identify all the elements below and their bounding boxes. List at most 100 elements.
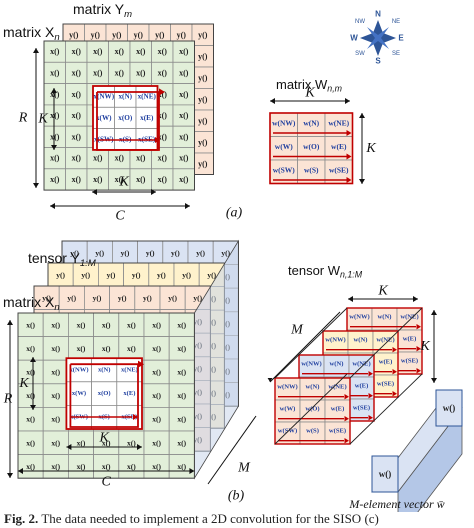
compass-ne: NE <box>392 19 400 25</box>
dim-k-horz-b-arrow-right <box>137 444 142 450</box>
dim-m-b: M <box>207 415 257 485</box>
tensor-w-cell-text: w(O) <box>305 406 319 413</box>
tensor-y-layer-2-cell-text: y() <box>168 293 177 302</box>
tensor-w-cell-text: w(SE) <box>353 405 370 412</box>
w-vector-front-cell <box>371 455 399 493</box>
matrix-x-grid-cell-text: x() <box>179 132 189 141</box>
compass-w: W <box>350 34 358 43</box>
dim-k-vert-b-arrow-bottom <box>30 405 36 410</box>
x-kernel-a: x(NW)x(N)x(NE)x(W)x(O)x(E)x(SW)x(S)x(SE) <box>92 85 159 151</box>
tensor-w-cell-text: w(NW) <box>349 314 370 321</box>
dim-k-horz-b-label: K <box>99 431 110 446</box>
tensor-w-cell-text: w(NE) <box>376 337 394 344</box>
panel-b-label: (b) <box>228 489 245 504</box>
matrix-w-cell-text: w(NW) <box>272 118 296 127</box>
dim-k-horz-a-arrow-right <box>151 189 156 195</box>
compass-e: E <box>398 34 404 43</box>
tensor-x-grid-cell-text: x() <box>51 320 60 329</box>
tensor-y-layer-2-cell-text: y() <box>193 293 202 302</box>
matrix-w-cell-text: w(N) <box>303 118 319 127</box>
tensor-w-cell-text: w(NE) <box>352 361 370 368</box>
compass-nw: NW <box>355 19 365 25</box>
tensor-w-layer-3: w(NW)w(N)w(NE)w(W)w(O)w(E)w(SW)w(S)w(SE) <box>274 377 351 445</box>
x-kernel-a-cell-text: x(NE) <box>138 93 157 101</box>
matrix-y-grid-cell-text: y() <box>198 95 208 104</box>
x-kernel-a-cell-text: x(E) <box>140 114 154 122</box>
dim-r-b-arrow-bottom <box>7 473 13 478</box>
dim-k-w-vert-b-arrow-top <box>431 310 437 315</box>
x-sliding-path-b-line <box>69 363 139 428</box>
dim-m-w: M <box>267 311 341 383</box>
dim-k-w-a-label: K <box>304 86 315 101</box>
matrix-x-grid-cell-text: x() <box>179 111 189 120</box>
x-sliding-path-b-inner-head <box>133 414 138 420</box>
compass-n: N <box>375 10 381 19</box>
tensor-w-scan-head <box>344 394 349 400</box>
tensor-y-layer-0-cell-text: y() <box>95 248 104 257</box>
matrix-x-grid-cell-text: x() <box>72 175 82 184</box>
matrix-x-grid-cell-text: x() <box>115 175 125 184</box>
figure-caption: Fig. 2. The data needed to implement a 2… <box>4 511 474 528</box>
dim-k-vert-a-arrow-top <box>51 88 57 93</box>
matrix-x-grid-cell-text: x() <box>136 47 146 56</box>
matrix-w-cell-text: w(SE) <box>329 165 349 174</box>
dim-k-vert-b-label: K <box>18 376 29 391</box>
tensor-x-grid-cell-text: x() <box>51 344 60 353</box>
matrix-y-grid-cell-text: y() <box>198 52 208 61</box>
matrix-y-grid-cell-text: y() <box>198 30 208 39</box>
tensor-w-scan-head <box>392 347 397 353</box>
matrix-x-grid-cell-text: x() <box>158 47 168 56</box>
w-vector-side-face <box>397 406 463 512</box>
matrix-w-outline <box>269 112 354 185</box>
w-vector-back-cell <box>435 389 463 427</box>
tensor-x-grid-cell-text: x() <box>177 391 186 400</box>
tensor-x-grid-cell-text: x() <box>26 391 35 400</box>
matrix-x-grid-cell-text: x() <box>50 154 60 163</box>
tensor-w-cell-text: w(W) <box>280 406 296 413</box>
x-kernel-b-cell-text: x(N) <box>98 367 110 374</box>
tensor-y-layer-1-cell-text: y() <box>56 270 65 279</box>
tensor-y-layer-2-cell-text: y() <box>118 293 127 302</box>
matrix-x-grid-cell-text: x() <box>93 47 103 56</box>
dim-k-vert-a-label: K <box>37 112 48 127</box>
tensor-w-label: tensor Wn,1:M <box>288 263 363 280</box>
x-sliding-path-b-head <box>138 360 144 368</box>
tensor-w-cell-text: w(NE) <box>400 314 418 321</box>
dim-m-w-head <box>267 378 273 382</box>
tensor-x-grid-cell-text: x() <box>152 462 161 471</box>
matrix-x-grid-cell-text: x() <box>179 154 189 163</box>
tensor-x-grid-cell-text: x() <box>77 462 86 471</box>
matrix-y-label: matrix Ym <box>73 1 132 19</box>
matrix-x-grid-cell-text: x() <box>50 132 60 141</box>
matrix-y-grid-cell-text: y() <box>112 30 122 39</box>
tensor-y-layer-0-cell-text: y() <box>196 248 205 257</box>
x-kernel-b-cell-text: x(NW) <box>69 367 88 374</box>
tensor-x-grid-cell-text: x() <box>26 320 35 329</box>
dim-k-vert-a-arrow-bottom <box>51 145 57 150</box>
tensor-w-scan-head <box>392 391 397 397</box>
tensor-w-cell-text: w(N) <box>306 384 320 391</box>
matrix-w-scan-head <box>346 129 352 136</box>
dim-k-horz-b-arrow-left <box>66 444 72 450</box>
tensor-y-layer-2-cell-text: y() <box>93 293 102 302</box>
matrix-y-grid-cell-text: y() <box>198 138 208 147</box>
tensor-w-cell-text: w(NW) <box>277 384 298 391</box>
matrix-x-grid-cell-text: x() <box>136 68 146 77</box>
dim-k-horz-a-label: K <box>118 175 129 190</box>
tensor-x-grid-cell-text: x() <box>127 320 136 329</box>
tensor-w-scan-head <box>344 416 349 422</box>
dim-c-a-label: C <box>115 209 125 224</box>
tensor-x-grid-cell-text: x() <box>51 391 60 400</box>
tensor-w-edge <box>349 307 423 379</box>
matrix-x-grid-cell-text: x() <box>50 90 60 99</box>
matrix-y-grid-cell-text: y() <box>198 73 208 82</box>
tensor-y-layer-1-cell-text: y() <box>182 270 191 279</box>
dim-c-b-arrow-right <box>189 468 195 474</box>
matrix-x-grid-cell-text: x() <box>158 90 168 99</box>
tensor-x-grid-border <box>17 312 195 479</box>
dim-r-a-arrow-top <box>33 48 39 53</box>
matrix-w-cell-text: w(NE) <box>328 118 349 127</box>
matrix-x-grid-cell-text: x() <box>136 154 146 163</box>
dim-c-a-arrow-left <box>50 203 55 209</box>
